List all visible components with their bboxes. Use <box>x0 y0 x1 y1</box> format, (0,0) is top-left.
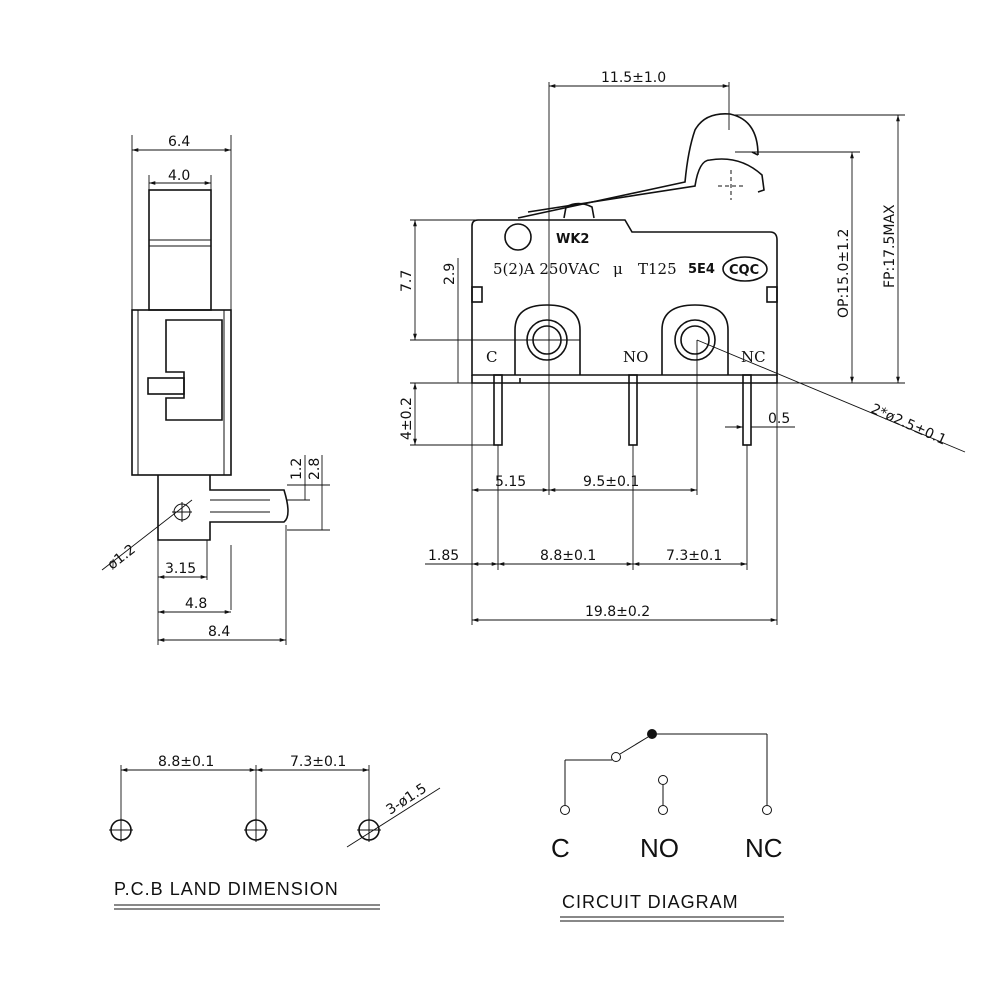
cycles-label: 5E4 <box>688 262 715 277</box>
circuit-diagram: C NO NC CIRCUIT DIAGRAM <box>551 729 784 922</box>
dim-hole-dia: ø1.2 <box>105 542 139 574</box>
dim-height-7-7: 7.7 <box>399 270 415 292</box>
pcb-holes-label: 3-ø1.5 <box>383 781 429 819</box>
dim-height-2-9: 2.9 <box>442 263 458 285</box>
front-view: WK2 5(2)A 250VAC μ T125 5E4 CQC C NO NC … <box>399 70 966 625</box>
pcb-dim-7-3: 7.3±0.1 <box>290 754 346 770</box>
terminal-c-label: C <box>486 348 497 366</box>
pcb-title: P.C.B LAND DIMENSION <box>114 879 339 899</box>
dim-overall: 19.8±0.2 <box>585 604 650 620</box>
pcb-hole-no <box>244 818 268 842</box>
dim-1-85: 1.85 <box>428 548 459 564</box>
dim-7-3: 7.3±0.1 <box>666 548 722 564</box>
dim-len-b: 8.4 <box>208 624 230 640</box>
temp-label: T125 <box>638 260 677 278</box>
model-label: WK2 <box>556 232 589 247</box>
cqc-logo <box>722 256 768 282</box>
pcb-dim-8-8: 8.8±0.1 <box>158 754 214 770</box>
dim-width-inner: 4.0 <box>168 168 190 184</box>
circuit-title: CIRCUIT DIAGRAM <box>562 892 739 912</box>
terminal-no-label: NO <box>623 348 648 366</box>
micro-symbol: μ <box>613 260 623 278</box>
pcb-hole-c <box>109 818 133 842</box>
dim-9-5: 9.5±0.1 <box>583 474 639 490</box>
pcb-land-view: 8.8±0.1 7.3±0.1 3-ø1.5 P.C.B LAND DIMENS… <box>109 754 441 910</box>
rating-label: 5(2)A 250VAC <box>493 260 600 278</box>
circuit-label-no: NO <box>640 833 679 863</box>
pcb-hole-nc <box>357 818 381 842</box>
dim-width-total: 6.4 <box>168 134 190 150</box>
dim-8-8: 8.8±0.1 <box>540 548 596 564</box>
dim-tab-thickness-a: 1.2 <box>289 458 305 480</box>
dim-fp: FP:17.5MAX <box>882 204 898 288</box>
dim-op: OP:15.0±1.2 <box>836 229 852 318</box>
side-view: 6.4 4.0 1.2 2.8 ø1.2 <box>101 134 330 645</box>
dim-terminal-w: 0.5 <box>768 411 790 427</box>
dim-terminal-len: 4±0.2 <box>399 397 415 440</box>
dim-holes: 2*ø2.5±0.1 <box>868 401 948 448</box>
circuit-label-nc: NC <box>745 833 783 863</box>
dim-tab-thickness-b: 2.8 <box>307 458 323 480</box>
cqc-text: CQC <box>729 263 759 278</box>
terminal-nc-label: NC <box>741 348 766 366</box>
dim-lever-offset: 11.5±1.0 <box>601 70 666 86</box>
dim-5-15: 5.15 <box>495 474 526 490</box>
circuit-label-c: C <box>551 833 570 863</box>
dim-hole-offset: 3.15 <box>165 561 196 577</box>
dim-len-a: 4.8 <box>185 596 207 612</box>
